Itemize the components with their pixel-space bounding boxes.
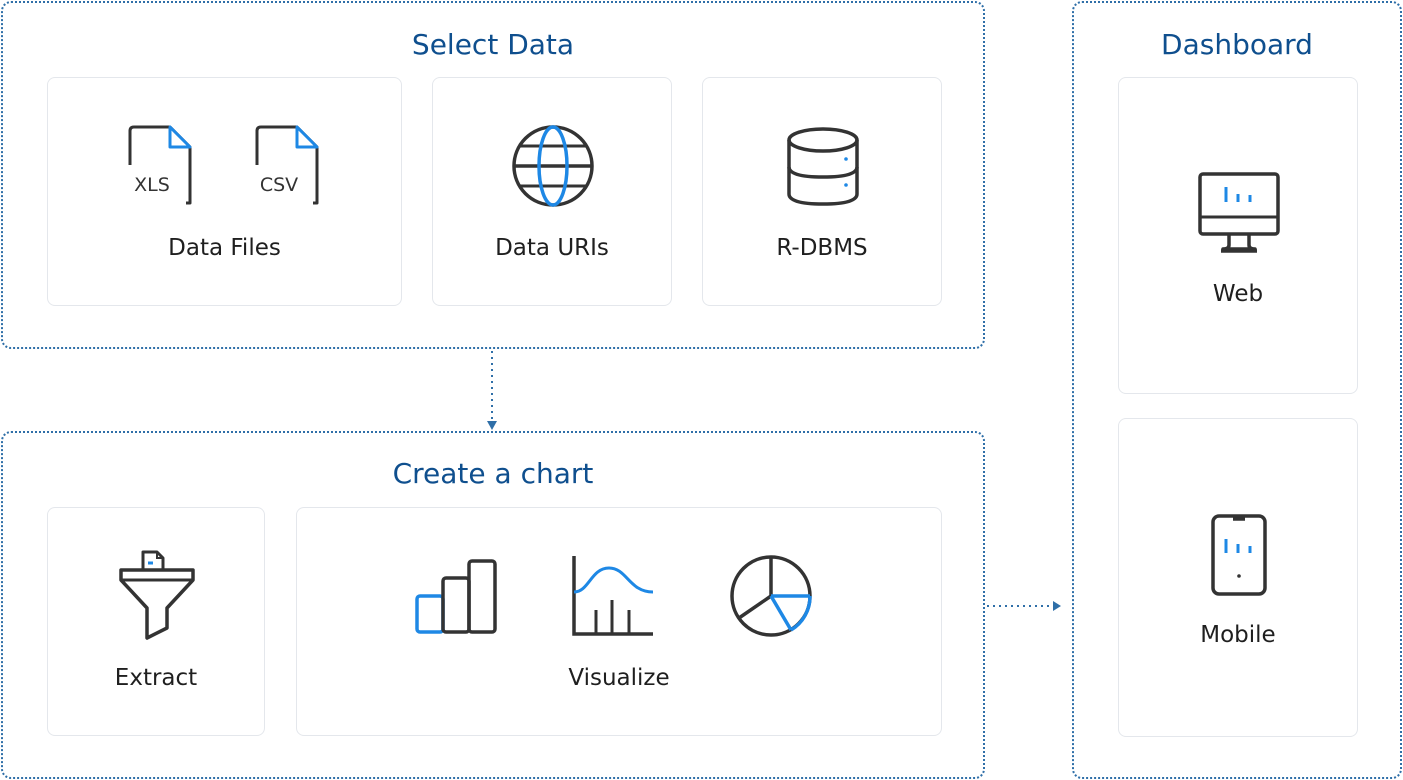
database-icon <box>787 127 859 206</box>
rdbms-label: R-DBMS <box>776 235 868 261</box>
create-chart-title: Create a chart <box>392 457 594 490</box>
data-files-card[interactable]: XLS CSV Data Files <box>47 77 402 306</box>
rdbms-card[interactable]: R-DBMS <box>702 77 942 306</box>
visualize-label: Visualize <box>568 665 670 691</box>
web-card[interactable]: Web <box>1118 77 1358 394</box>
pie-chart-icon <box>730 555 812 637</box>
mobile-card[interactable]: Mobile <box>1118 418 1358 737</box>
select-data-title: Select Data <box>411 28 575 61</box>
create-chart-group: Create a chart Extract <box>1 431 985 779</box>
extract-card[interactable]: Extract <box>47 507 265 736</box>
web-label: Web <box>1212 281 1264 307</box>
chart-to-dashboard-arrow <box>987 601 1061 611</box>
distribution-chart-icon <box>572 556 654 636</box>
data-uris-card[interactable]: Data URIs <box>432 77 672 306</box>
visualize-card[interactable]: Visualize <box>296 507 942 736</box>
csv-label: CSV <box>260 174 298 196</box>
csv-file-icon: CSV <box>255 125 319 205</box>
bar-chart-icon <box>415 559 497 634</box>
select-data-group: Select Data XLS CSV Data Files Data URIs <box>1 1 985 349</box>
dashboard-group: Dashboard Web Mobile <box>1072 1 1402 779</box>
extract-label: Extract <box>114 665 198 691</box>
dashboard-title: Dashboard <box>1161 28 1313 61</box>
xls-file-icon: XLS <box>128 125 192 205</box>
data-files-label: Data Files <box>168 235 281 261</box>
globe-icon <box>512 125 594 207</box>
funnel-filter-icon <box>119 550 195 640</box>
desktop-monitor-icon <box>1198 172 1280 253</box>
xls-label: XLS <box>134 174 170 196</box>
mobile-label: Mobile <box>1200 622 1276 648</box>
data-uris-label: Data URIs <box>495 235 609 261</box>
select-to-chart-arrow <box>487 351 497 430</box>
mobile-phone-icon <box>1211 514 1267 596</box>
